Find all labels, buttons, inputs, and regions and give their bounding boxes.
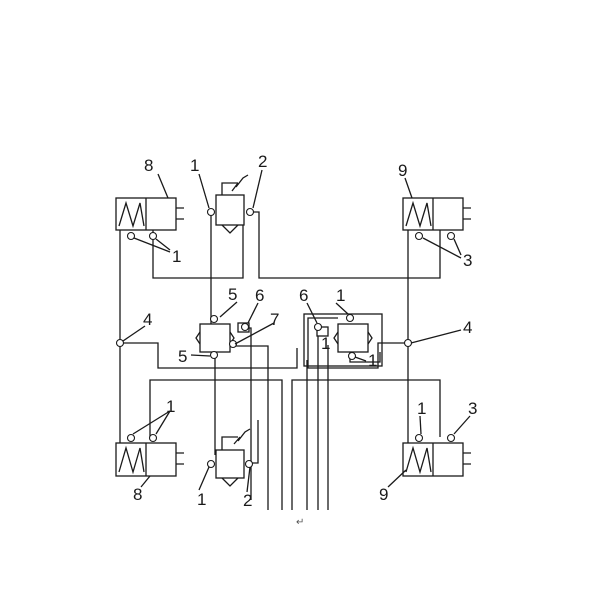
leader-lines [122,169,471,493]
port-mid-7 [228,339,238,349]
port-tr-cyl-b [446,231,456,241]
label-2-bottom-valve: 2 [243,491,252,510]
footer-return-mark: ↵ [296,517,304,528]
port-bl-cyl-a [126,433,136,443]
label-1-mid-right-inner: 1 [321,334,330,353]
label-4-right: 4 [463,318,472,337]
pipe-node4-right [307,317,408,369]
port-bottom-valve-1 [206,459,216,469]
pipe-node4-left [120,342,298,369]
label-6-mid-left: 6 [255,286,264,305]
pipe-tl-inner [152,210,244,279]
port-tr-cyl-a [414,231,424,241]
label-8-bottom: 8 [133,485,142,504]
label-1-bl-ports: 1 [166,397,175,416]
brake-valve-bottom [215,428,251,487]
port-mid-right-1-top [345,313,355,323]
label-1-tl-ports: 1 [172,247,181,266]
relay-valve-right [303,313,383,367]
label-2-top-valve: 2 [258,152,267,171]
cylinder-8-bottom [115,442,184,477]
label-1-mid-right-top: 1 [336,286,345,305]
cylinder-8-top [115,197,184,231]
label-6-mid-right: 6 [299,286,308,305]
port-markers [115,207,456,469]
label-8-top: 8 [144,156,153,175]
pipe-bottom-right [291,379,441,510]
port-br-cyl-b [446,433,456,443]
port-mid-5-top [209,314,219,324]
label-9-bottom: 9 [379,485,388,504]
label-4-left: 4 [143,310,152,329]
port-node-4-right [403,338,413,348]
port-top-valve-2 [245,207,255,217]
pipe-bottom-left [149,379,283,510]
cylinder-9-top [402,197,471,231]
port-br-cyl-a [414,433,424,443]
port-tl-cyl-b [148,231,158,241]
label-5-top: 5 [228,285,237,304]
port-top-valve-1 [206,207,216,217]
label-1-top-valve: 1 [190,156,199,175]
label-9-top: 9 [398,161,407,180]
port-mid-right-1-bottom [347,351,357,361]
label-5-bottom: 5 [178,347,187,366]
port-tl-cyl-a [126,231,136,241]
brake-valve-top [215,174,249,234]
label-3-br-port: 3 [468,399,477,418]
port-node-4-left [115,338,125,348]
component-labels: 8 1 2 9 1 3 4 4 5 6 7 5 6 1 1 1 1 1 3 8 … [133,152,477,528]
label-3-tr-ports: 3 [463,251,472,270]
label-1-bottom-valve: 1 [197,490,206,509]
cylinder-9-bottom [402,442,471,477]
pipe-top-valve-right [250,211,441,279]
label-7: 7 [270,310,279,329]
port-mid-5-bottom [209,350,219,360]
pipe-mid-left-7 [231,345,269,510]
port-mid-right-6 [313,322,323,332]
label-1-br-port: 1 [417,399,426,418]
port-bottom-valve-2 [244,459,254,469]
port-mid-6-left [240,322,250,332]
label-1-mid-right-bottom: 1 [368,351,377,370]
port-bl-cyl-b [148,433,158,443]
